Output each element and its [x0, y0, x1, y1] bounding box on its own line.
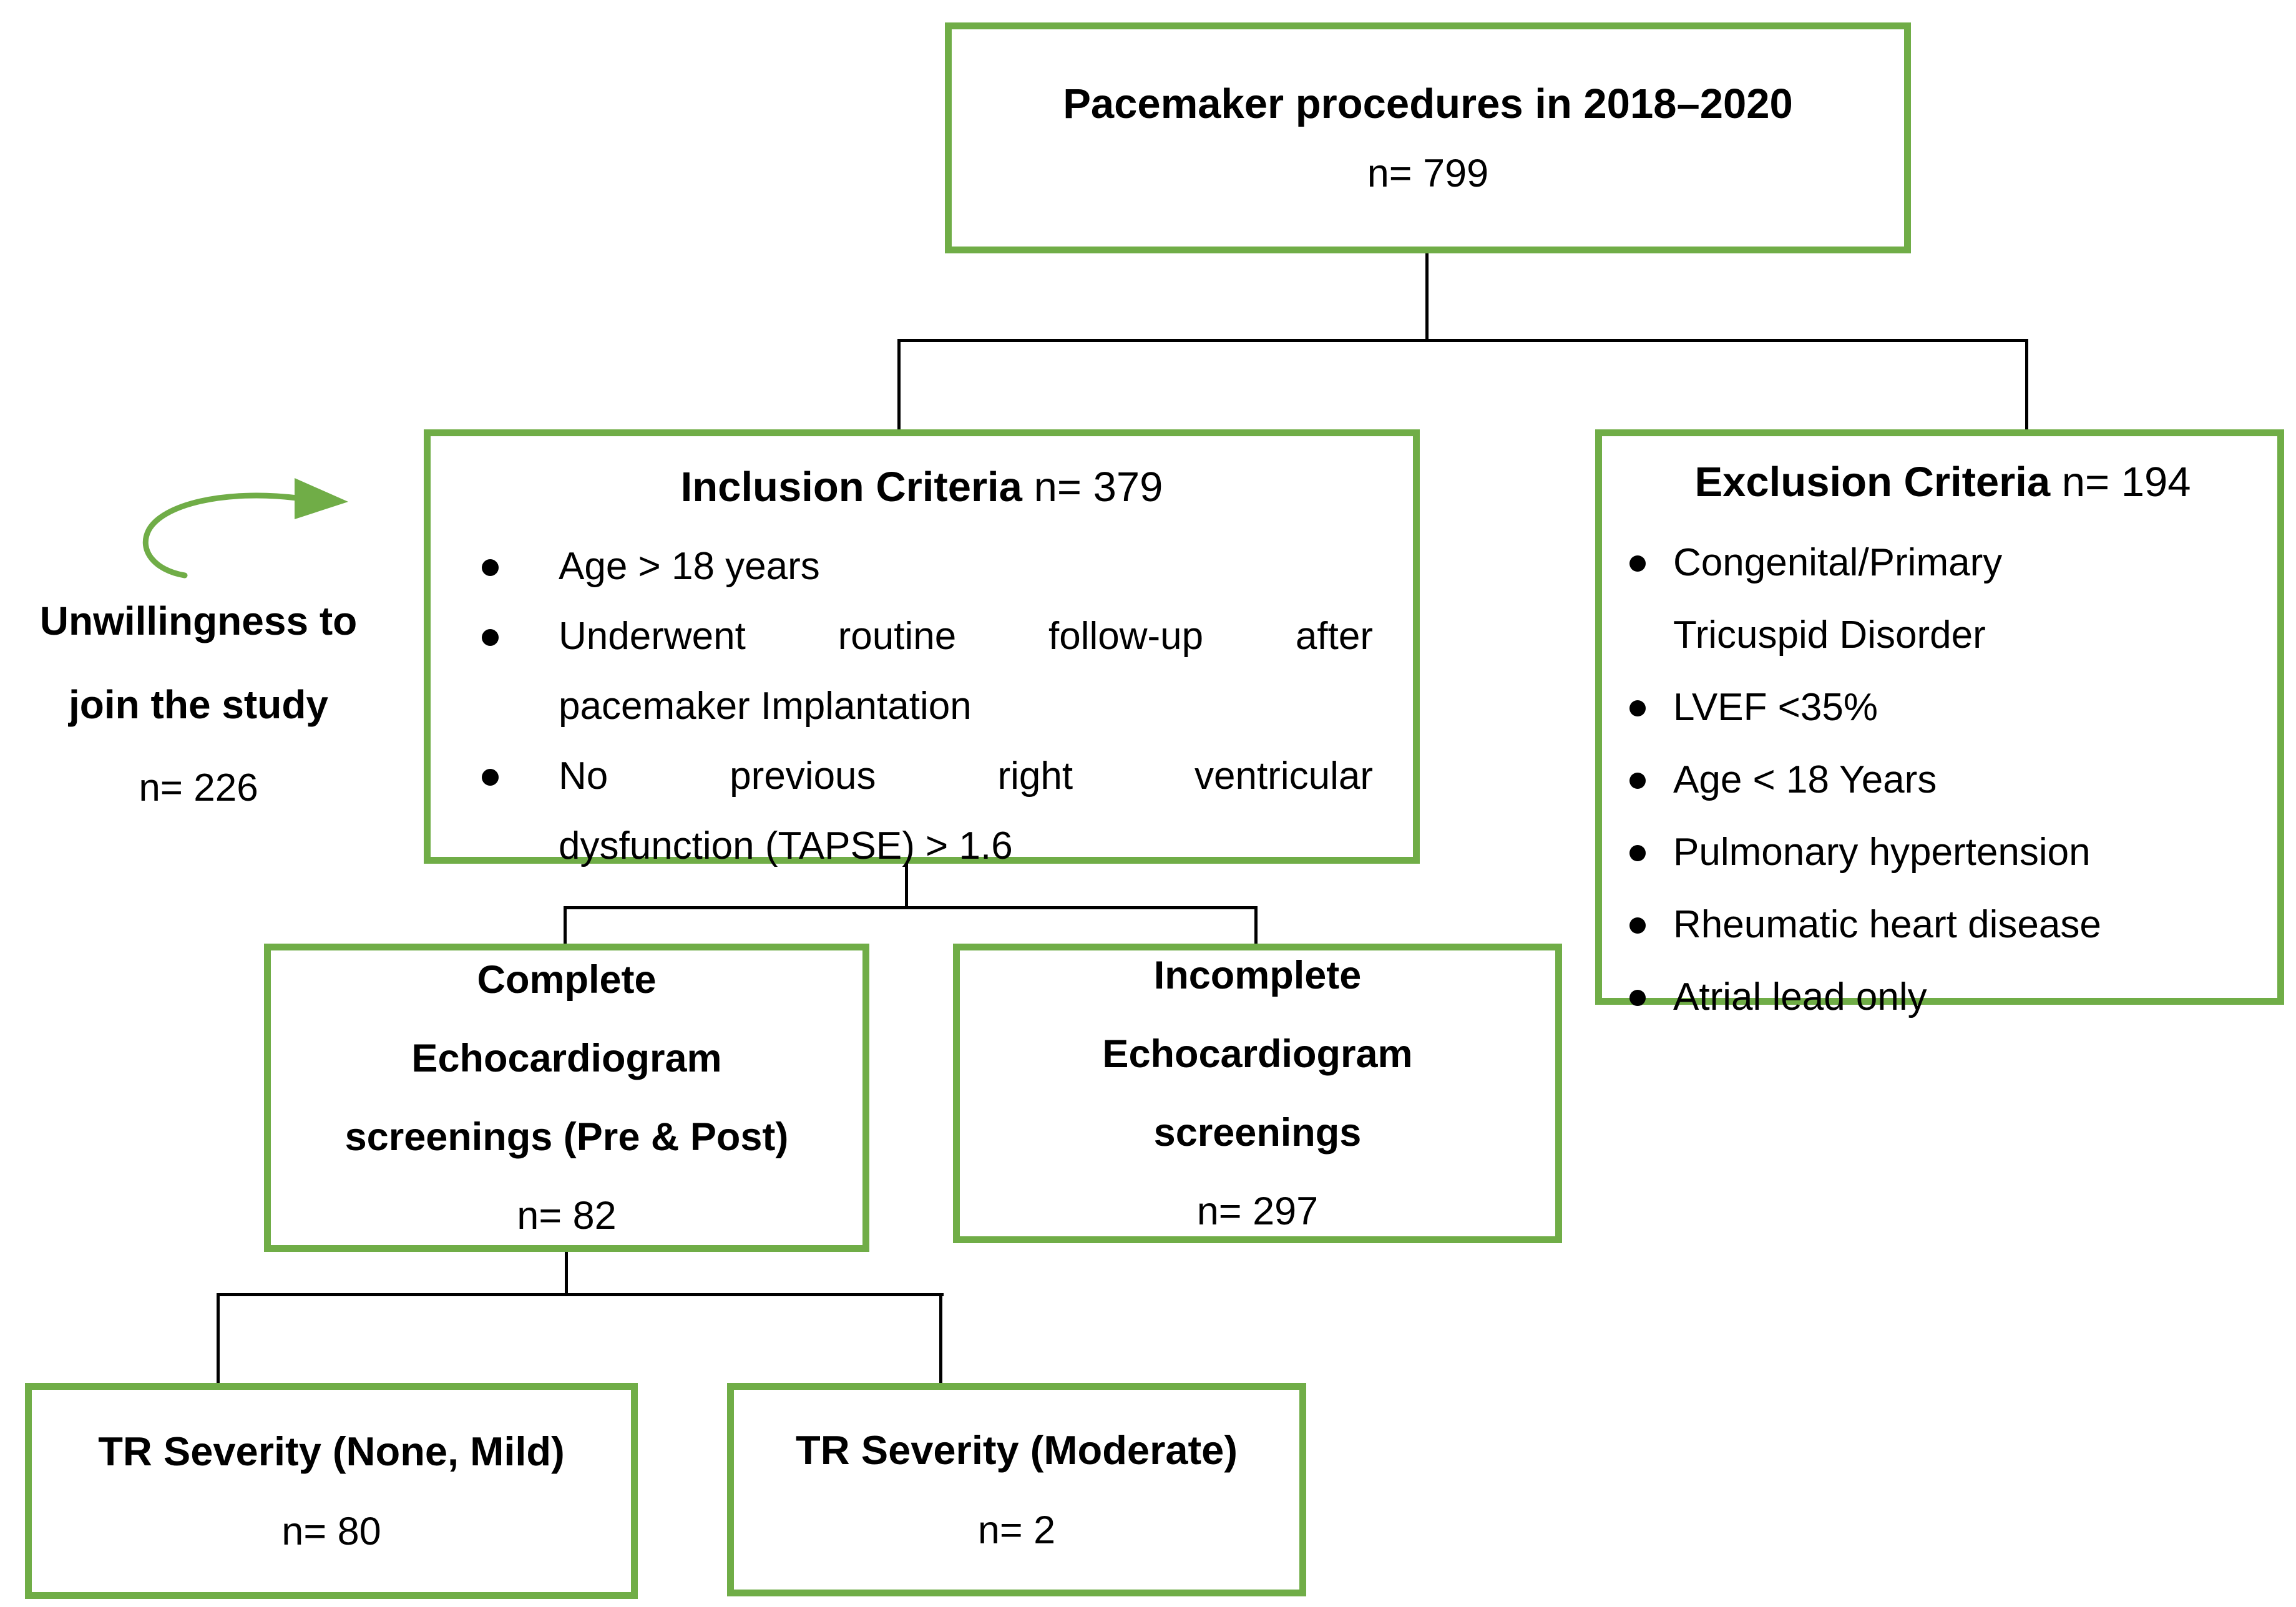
bullet-dot-icon	[1629, 990, 1646, 1007]
box-title-line: Incomplete	[1153, 954, 1362, 997]
box-title-line: screenings (Pre & Post)	[344, 1115, 789, 1159]
bullet-line: Tricuspid Disorder	[1673, 613, 1986, 657]
box-title: Exclusion Criteria	[1694, 459, 2051, 506]
bullet-dot-icon	[1629, 845, 1646, 862]
box-count: n= 297	[1196, 1189, 1319, 1233]
bullet-dot-icon	[1629, 700, 1646, 717]
curved-arrow-icon	[142, 478, 348, 579]
note-line: Unwillingness to	[39, 598, 358, 643]
box-title: Pacemaker procedures in 2018–2020	[1063, 80, 1793, 127]
connector-top-vertical	[1425, 252, 1429, 341]
connector-to-incomplete	[1254, 906, 1258, 946]
bullet-line: Age > 18 years	[559, 545, 820, 589]
box-header: Inclusion Criteria n= 379	[471, 460, 1373, 514]
list-item: No previous right ventricular dysfunctio…	[471, 741, 1373, 881]
list-item: Underwent routine follow-up after pacema…	[471, 602, 1373, 741]
bullet-text: Underwent routine follow-up after pacema…	[559, 602, 1373, 741]
flow-box-tr-none-mild: TR Severity (None, Mild) n= 80	[25, 1383, 638, 1599]
list-item: Pulmonary hypertension	[1627, 816, 2259, 889]
box-count: n= 799	[1367, 151, 1489, 195]
connector-to-exclusion	[2025, 339, 2028, 431]
flow-box-tr-moderate: TR Severity (Moderate) n= 2	[727, 1383, 1306, 1596]
bullet-dot-icon	[1629, 917, 1646, 934]
inclusion-bullet-list: Age > 18 years Underwent routine follow-…	[471, 532, 1373, 881]
note-line: join the study	[69, 682, 328, 727]
flow-box-inclusion-criteria: Inclusion Criteria n= 379 Age > 18 years…	[424, 429, 1420, 867]
exclusion-bullet-list: Congenital/Primary Tricuspid Disorder LV…	[1627, 527, 2259, 1033]
bullet-line: Congenital/Primary	[1673, 541, 2003, 585]
box-count: n= 80	[281, 1510, 381, 1553]
bullet-line: Pulmonary hypertension	[1673, 831, 2091, 874]
bullet-text: Congenital/Primary Tricuspid Disorder	[1673, 527, 2259, 672]
bullet-dot-icon	[1629, 555, 1646, 572]
bullet-line: Atrial lead only	[1673, 975, 1927, 1019]
bullet-line: pacemaker Implantation	[559, 685, 972, 728]
box-count: n= 82	[517, 1194, 617, 1238]
list-item: Atrial lead only	[1627, 961, 2259, 1033]
box-title-line: screenings	[1153, 1111, 1362, 1155]
bullet-text: Pulmonary hypertension	[1673, 816, 2259, 889]
list-item: Age < 18 Years	[1627, 744, 2259, 816]
flow-box-complete-echo: Complete Echocardiogram screenings (Pre …	[264, 944, 869, 1252]
bullet-text: Age > 18 years	[559, 532, 1373, 602]
bullet-line: No previous right ventricular	[559, 755, 1373, 798]
flow-box-exclusion-criteria: Exclusion Criteria n= 194 Congenital/Pri…	[1595, 429, 2284, 1018]
connector-to-tr-moderate	[939, 1293, 942, 1384]
box-count-value: n= 379	[1033, 464, 1163, 510]
bullet-dot-icon	[482, 559, 499, 577]
list-item: Age > 18 years	[471, 532, 1373, 602]
flow-box-pacemaker-procedures: Pacemaker procedures in 2018–2020 n= 799	[945, 22, 1911, 253]
box-title-line: Echocardiogram	[411, 1037, 722, 1080]
box-count: n= 2	[977, 1508, 1056, 1552]
bullet-line: LVEF <35%	[1673, 686, 1878, 730]
connector-top-horizontal	[897, 339, 2028, 342]
connector-mid-horizontal	[564, 906, 1258, 909]
bullet-dot-icon	[482, 769, 499, 786]
bullet-text: No previous right ventricular dysfunctio…	[559, 741, 1373, 881]
connector-to-tr-none	[217, 1293, 220, 1384]
connector-complete-vertical	[565, 1249, 568, 1296]
bullet-text: Rheumatic heart disease	[1673, 889, 2259, 961]
list-item: Congenital/Primary Tricuspid Disorder	[1627, 527, 2259, 672]
box-header: Exclusion Criteria n= 194	[1627, 455, 2259, 509]
box-title: Inclusion Criteria	[680, 464, 1022, 510]
bullet-text: Age < 18 Years	[1673, 744, 2259, 816]
list-item: LVEF <35%	[1627, 672, 2259, 744]
connector-to-inclusion	[897, 339, 901, 431]
box-title-line: Echocardiogram	[1102, 1032, 1413, 1076]
connector-inclusion-vertical	[905, 861, 908, 909]
box-title: TR Severity (Moderate)	[796, 1427, 1238, 1473]
bullet-line: Age < 18 Years	[1673, 758, 1937, 802]
unwillingness-note: Unwillingness to join the study n= 226	[5, 579, 392, 830]
list-item: Rheumatic heart disease	[1627, 889, 2259, 961]
flow-box-incomplete-echo: Incomplete Echocardiogram screenings n= …	[953, 944, 1562, 1243]
box-count-value: n= 194	[2061, 459, 2191, 506]
bullet-text: Atrial lead only	[1673, 961, 2259, 1033]
note-count: n= 226	[139, 766, 258, 809]
connector-to-complete	[564, 906, 567, 946]
box-title: TR Severity (None, Mild)	[98, 1429, 565, 1474]
bullet-line: dysfunction (TAPSE) > 1.6	[559, 824, 1013, 868]
bullet-dot-icon	[482, 629, 499, 647]
box-title-line: Complete	[477, 958, 657, 1002]
bullet-line: Rheumatic heart disease	[1673, 903, 2101, 947]
bullet-text: LVEF <35%	[1673, 672, 2259, 744]
connector-bottom-horizontal	[217, 1293, 944, 1296]
bullet-dot-icon	[1629, 773, 1646, 789]
bullet-line: Underwent routine follow-up after	[559, 615, 1373, 658]
